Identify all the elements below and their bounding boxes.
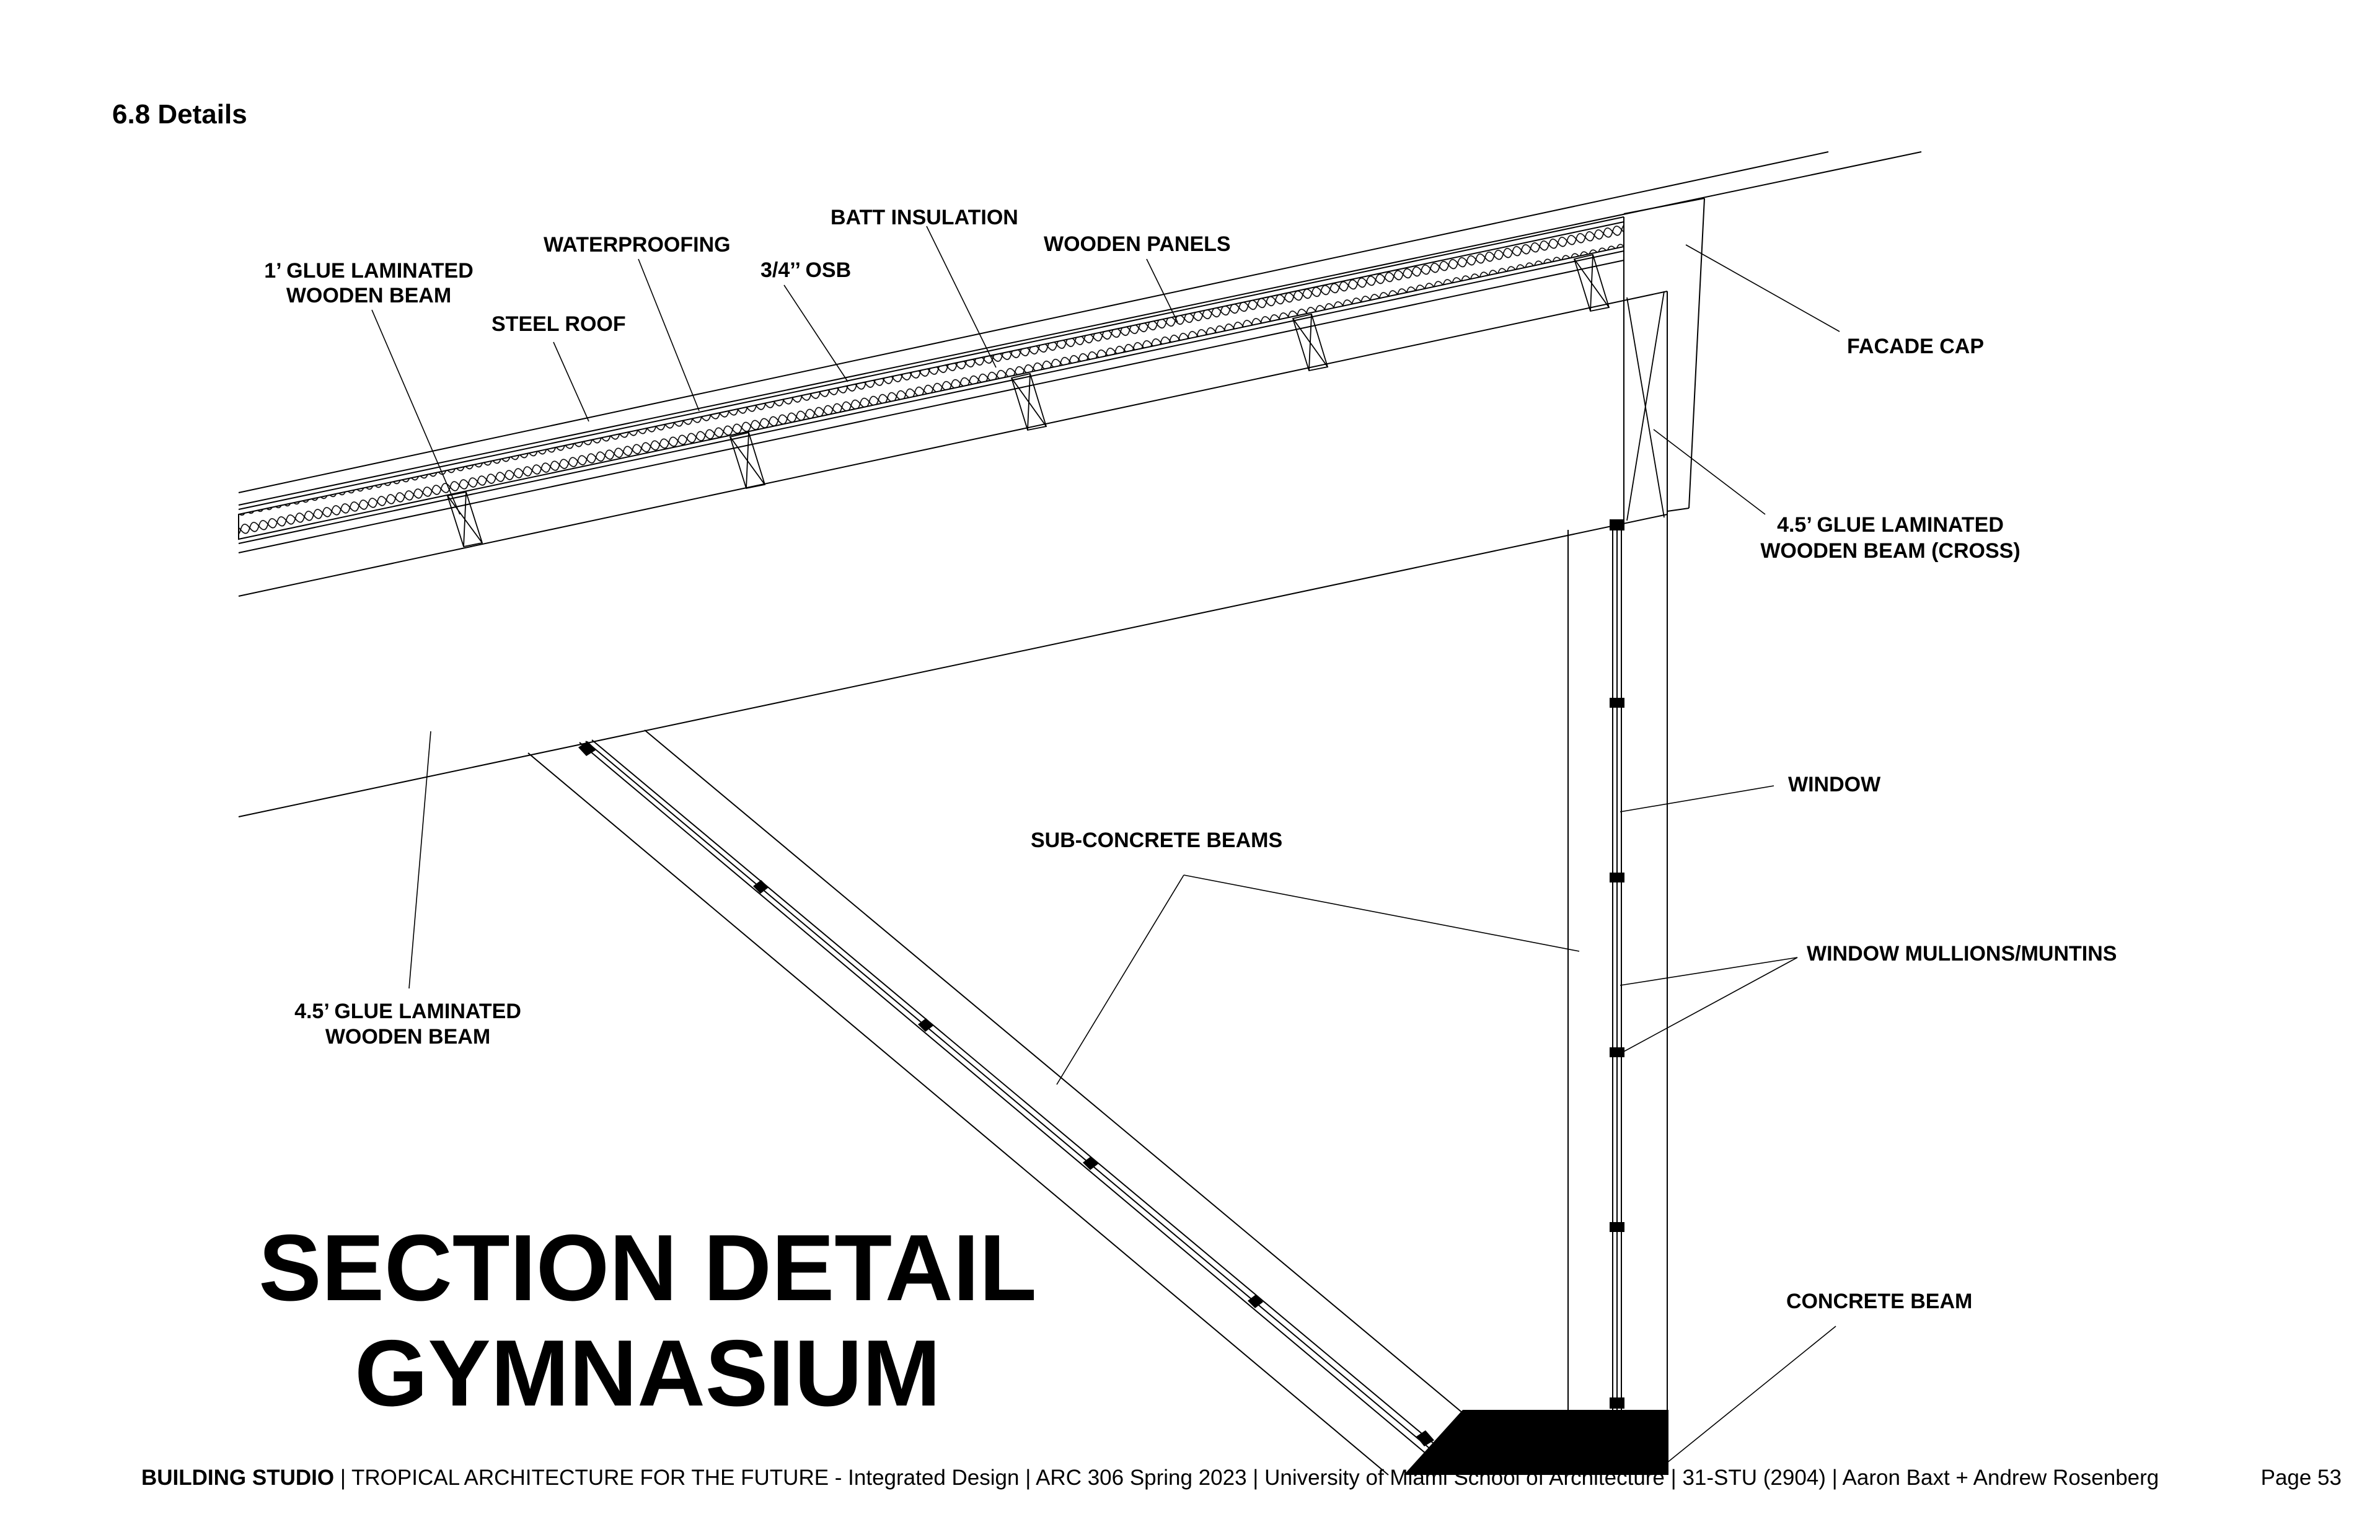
diagonal-beam (527, 729, 1463, 1476)
concrete-beam-footing (1404, 1410, 1668, 1475)
label-glue-beam-45-line1: 4.5’ GLUE LAMINATED (294, 1000, 521, 1023)
facade-cap (1623, 198, 1705, 521)
label-glue-beam-45-line2: WOODEN BEAM (325, 1025, 490, 1049)
footer-course-info: | TROPICAL ARCHITECTURE FOR THE FUTURE -… (334, 1466, 2159, 1490)
label-glue-beam-cross-line1: 4.5’ GLUE LAMINATED (1777, 513, 2004, 537)
label-window: WINDOW (1788, 773, 1881, 796)
label-batt-insulation: BATT INSULATION (831, 206, 1018, 229)
title-line-2: GYMNASIUM (355, 1321, 941, 1426)
label-concrete-beam: CONCRETE BEAM (1786, 1290, 1972, 1313)
section-heading: 6.8 Details (112, 99, 247, 130)
window-wall (1567, 514, 1668, 1413)
label-waterproofing: WATERPROOFING (544, 233, 731, 257)
window-mullions (1610, 519, 1624, 1409)
purlins (446, 253, 1610, 548)
footer-studio: BUILDING STUDIO (141, 1466, 335, 1490)
cross-beam (1626, 291, 1665, 521)
label-window-mullions: WINDOW MULLIONS/MUNTINS (1807, 942, 2117, 966)
label-glue-beam-1ft-line2: WOODEN BEAM (286, 284, 451, 307)
page-number: Page 53 (2260, 1466, 2342, 1490)
label-steel-roof: STEEL ROOF (491, 312, 626, 336)
label-wooden-panels: WOODEN PANELS (1044, 232, 1231, 256)
roof-assembly (238, 151, 1922, 817)
diagonal-mullions (578, 741, 1434, 1446)
label-glue-beam-cross-line2: WOODEN BEAM (CROSS) (1760, 539, 2020, 563)
label-sub-concrete-beams: SUB-CONCRETE BEAMS (1031, 829, 1282, 852)
page-footer: BUILDING STUDIO | TROPICAL ARCHITECTURE … (141, 1466, 2159, 1490)
annotation-labels: 1’ GLUE LAMINATED WOODEN BEAM STEEL ROOF… (264, 206, 2117, 1313)
leader-lines (371, 226, 1840, 1463)
label-osb: 3/4’’ OSB (760, 258, 851, 282)
label-glue-beam-1ft-line1: 1’ GLUE LAMINATED (264, 259, 474, 283)
label-facade-cap: FACADE CAP (1847, 335, 1984, 358)
title-line-1: SECTION DETAIL (258, 1215, 1036, 1321)
